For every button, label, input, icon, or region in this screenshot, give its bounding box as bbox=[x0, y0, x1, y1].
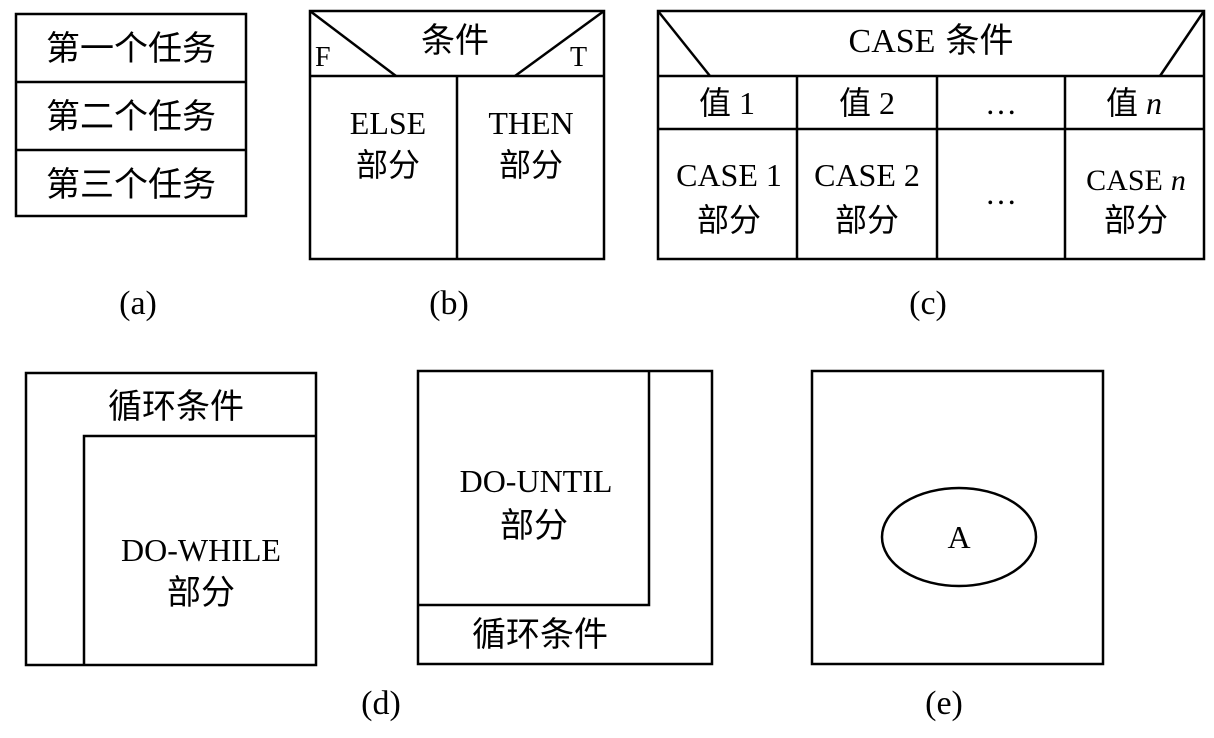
false-mark: F bbox=[315, 42, 331, 73]
case-branch-1-part: 部分 bbox=[697, 202, 761, 238]
then-label: THEN bbox=[488, 105, 573, 141]
module-ellipse bbox=[880, 486, 1038, 588]
do-while-part-label: 部分 bbox=[167, 574, 235, 612]
caption-a: (a) bbox=[119, 285, 157, 322]
do-until-label: DO-UNTIL bbox=[460, 463, 613, 499]
task-label-1: 第一个任务 bbox=[46, 30, 216, 68]
selection-left-diagonal bbox=[309, 10, 397, 77]
module-frame bbox=[810, 369, 1105, 666]
else-part-label: 部分 bbox=[356, 147, 420, 183]
do-until-inner-border bbox=[418, 371, 651, 607]
module-label: A bbox=[947, 519, 970, 555]
case-branch-ellipsis: … bbox=[985, 175, 1017, 211]
selection-condition: 条件 bbox=[421, 22, 489, 60]
sequence-frame bbox=[14, 12, 248, 218]
case-branch-n-part: 部分 bbox=[1104, 202, 1168, 238]
do-until-part-label: 部分 bbox=[500, 507, 568, 545]
caption-d: (d) bbox=[361, 685, 401, 722]
panel-d-do-while: 循环条件 DO-WHILE 部分 (d) bbox=[24, 371, 401, 722]
do-while-label: DO-WHILE bbox=[121, 532, 281, 568]
then-part-label: 部分 bbox=[499, 147, 563, 183]
task-label-2: 第二个任务 bbox=[46, 98, 216, 136]
do-while-condition: 循环条件 bbox=[108, 388, 244, 426]
caption-e: (e) bbox=[925, 685, 963, 722]
do-until-frame bbox=[416, 369, 714, 666]
panel-e-module: A (e) bbox=[810, 369, 1105, 722]
case-header-condition: 条件 bbox=[945, 22, 1013, 60]
panel-a-sequence: 第一个任务 第二个任务 第三个任务 (a) bbox=[14, 12, 248, 322]
caption-b: (b) bbox=[429, 285, 469, 322]
selection-right-diagonal bbox=[514, 9, 605, 78]
panel-b-selection: 条件 F T ELSE 部分 THEN 部分 (b) bbox=[308, 9, 606, 322]
task-label-3: 第三个任务 bbox=[46, 166, 216, 204]
case-right-diagonal bbox=[1158, 10, 1206, 77]
case-frame bbox=[656, 9, 1206, 261]
true-mark: T bbox=[570, 42, 587, 73]
case-left-diagonal bbox=[657, 10, 711, 77]
do-while-inner-border bbox=[82, 434, 316, 665]
do-until-condition: 循环条件 bbox=[472, 616, 608, 654]
caption-c: (c) bbox=[909, 285, 947, 322]
do-while-frame bbox=[24, 371, 318, 667]
case-branch-2-part: 部分 bbox=[835, 202, 899, 238]
case-value-ellipsis: … bbox=[985, 85, 1017, 121]
case-header-keyword: CASE bbox=[849, 23, 936, 60]
panel-do-until: DO-UNTIL 部分 循环条件 bbox=[416, 369, 714, 666]
else-label: ELSE bbox=[350, 105, 426, 141]
